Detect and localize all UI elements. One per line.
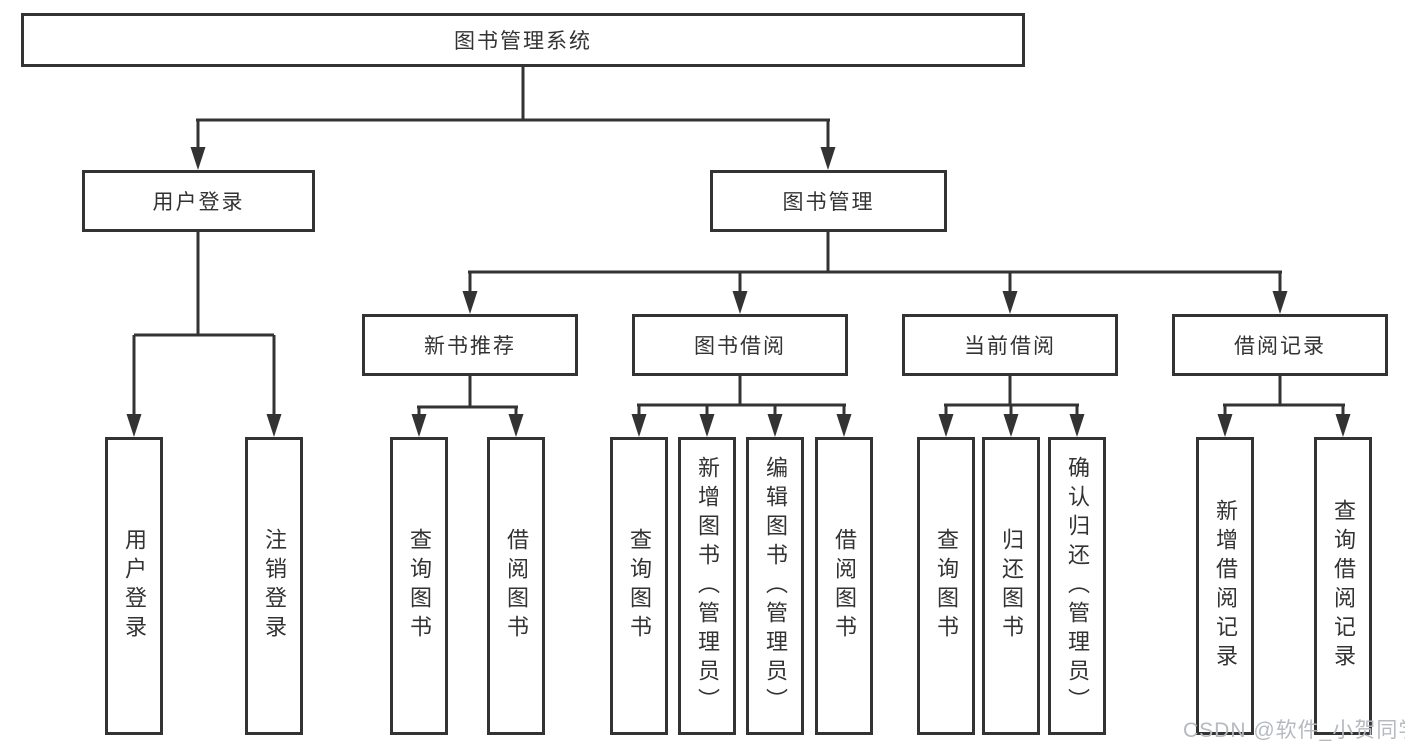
leaf-bb-query-books: 查询图书 (610, 437, 668, 735)
leaf-br-add-record: 新增借阅记录 (1196, 437, 1254, 735)
node-current-borrow-label: 当前借阅 (964, 335, 1056, 358)
node-user-login: 用户登录 (82, 170, 315, 232)
node-user-login-label: 用户登录 (152, 191, 245, 214)
leaf-bb-borrow-books-label: 借阅图书 (832, 528, 857, 644)
leaf-bb-add-books-admin: 新增图书（管理员） (678, 437, 736, 735)
leaf-cb-confirm-return-admin-label: 确认归还（管理员） (1065, 455, 1090, 717)
leaf-nbr-query-books: 查询图书 (390, 437, 448, 735)
leaf-cb-confirm-return-admin: 确认归还（管理员） (1048, 437, 1106, 735)
node-root: 图书管理系统 (21, 13, 1025, 67)
leaf-br-query-record: 查询借阅记录 (1314, 437, 1372, 735)
node-borrow-records: 借阅记录 (1172, 314, 1388, 376)
leaf-logout-label: 注销登录 (262, 528, 287, 644)
leaf-bb-add-books-admin-label: 新增图书（管理员） (695, 455, 720, 717)
leaf-nbr-query-books-label: 查询图书 (407, 528, 432, 644)
node-current-borrow: 当前借阅 (902, 314, 1118, 376)
leaf-cb-query-books: 查询图书 (917, 437, 975, 735)
leaf-bb-borrow-books: 借阅图书 (815, 437, 873, 735)
leaf-cb-return-books: 归还图书 (982, 437, 1040, 735)
node-new-book-rec: 新书推荐 (362, 314, 578, 376)
leaf-cb-query-books-label: 查询图书 (934, 528, 959, 644)
leaf-nbr-borrow-books: 借阅图书 (487, 437, 545, 735)
node-book-borrow: 图书借阅 (632, 314, 848, 376)
node-book-borrow-label: 图书借阅 (694, 335, 786, 358)
node-book-mgmt-label: 图书管理 (782, 191, 875, 214)
leaf-logout: 注销登录 (245, 437, 303, 735)
leaf-bb-query-books-label: 查询图书 (627, 528, 652, 644)
leaf-br-query-record-label: 查询借阅记录 (1331, 499, 1356, 673)
node-new-book-rec-label: 新书推荐 (424, 335, 516, 358)
leaf-nbr-borrow-books-label: 借阅图书 (504, 528, 529, 644)
node-root-label: 图书管理系统 (454, 30, 592, 53)
leaf-bb-edit-books-admin: 编辑图书（管理员） (746, 437, 804, 735)
leaf-cb-return-books-label: 归还图书 (999, 528, 1024, 644)
csdn-watermark: CSDN @软件_小贺同学 (1183, 719, 1405, 742)
leaf-bb-edit-books-admin-label: 编辑图书（管理员） (763, 455, 788, 717)
leaf-br-add-record-label: 新增借阅记录 (1213, 499, 1238, 673)
node-borrow-records-label: 借阅记录 (1234, 335, 1326, 358)
leaf-user-login-label: 用户登录 (122, 528, 147, 644)
leaf-user-login: 用户登录 (105, 437, 163, 735)
node-book-mgmt: 图书管理 (710, 170, 947, 232)
